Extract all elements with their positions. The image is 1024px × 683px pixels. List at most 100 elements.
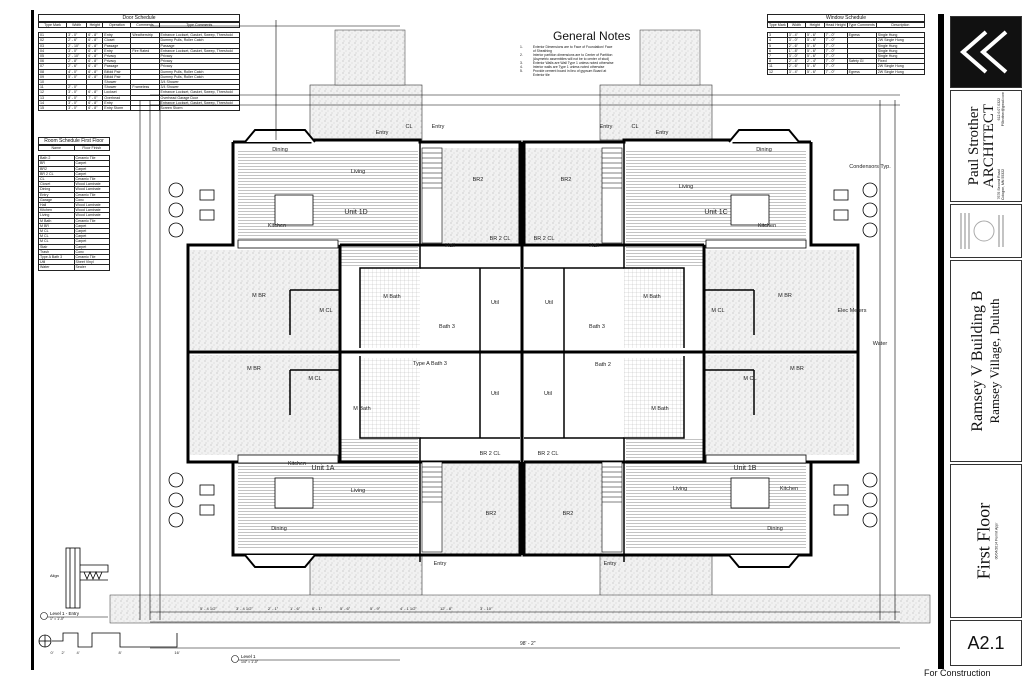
architect-logo — [950, 16, 1022, 88]
table-cell: Wood Laminate — [73, 207, 110, 214]
room-label: BR 2 CL — [480, 451, 501, 457]
note-text: Exterior Dimensions are to Face of Found… — [532, 45, 613, 53]
plan-label: Level 1 — [241, 654, 256, 659]
table-cell: Sheet Vinyl — [73, 259, 110, 266]
table-cell: 6' - 8" — [86, 89, 104, 96]
table-cell: 1' - 8" — [786, 47, 807, 55]
sheet-left-border — [31, 10, 34, 670]
scale-tick-label: 8' — [119, 650, 122, 655]
room-label: Bath 3 — [589, 324, 605, 330]
table-cell: 2' - 6" — [786, 63, 807, 70]
general-notes-list: 1.Exterior Dimensions are to Face of Fou… — [520, 45, 616, 77]
room-label: Hall — [589, 243, 598, 249]
sheet-title: First Floor — [973, 502, 994, 580]
dimension-label: 3' - 4 1/2" — [236, 606, 253, 611]
note-text: Exterior Walls are Wall Type 1 unless no… — [532, 61, 614, 65]
table-cell: 6' - 8" — [86, 58, 104, 65]
room-label: BR2 — [563, 511, 574, 517]
room-label: Condensors Typ. — [849, 164, 891, 170]
room-label: Kitchen — [288, 461, 306, 467]
general-note: 1.Exterior Dimensions are to Face of Fou… — [520, 45, 616, 53]
scale-tick-label: 16' — [174, 650, 179, 655]
table-cell: 3' - 0" — [786, 52, 807, 60]
table-cell: 6' - 8" — [86, 73, 104, 81]
table-cell: 3' - 0" — [786, 37, 807, 44]
room-label: Living — [351, 488, 365, 494]
table-cell: Egress — [846, 68, 877, 75]
note-number: 5. — [520, 69, 523, 73]
table-cell: 6' - 8" — [86, 32, 104, 39]
table-cell: Ceramic Tile — [73, 217, 110, 224]
dimension-label: 6' - 1" — [312, 606, 323, 611]
architect-block: Paul Strother ARCHITECT 7676 Second Road… — [950, 90, 1022, 202]
room-label: Util — [544, 391, 552, 397]
sheet-date: 06/04/2014 Permit Appr — [994, 522, 999, 560]
table-cell: Dummy Pulls, Roller Catch — [158, 37, 241, 44]
scale-tick-label: 2' — [62, 650, 65, 655]
kitchen-casework — [237, 194, 807, 509]
dimension-label: 3' - 10" — [480, 606, 493, 611]
chevron-logo-icon — [959, 30, 1008, 74]
table-cell: Sealer — [73, 264, 110, 271]
entry-detail-label: Level 1 - Entry — [50, 611, 80, 616]
table-cell: 6' - 8" — [86, 47, 104, 55]
architect-email: PStrother@gmail.com — [1001, 92, 1005, 127]
table-cell: Screen Storm — [158, 105, 241, 112]
general-note: 3.Exterior Walls are Wall Type 1 unless … — [520, 61, 616, 65]
room-schedule-title: Room Schedule First Floor — [38, 137, 110, 145]
general-notes-title: General Notes — [553, 29, 631, 43]
room-label: BR 2 CL — [534, 236, 555, 242]
general-note: 4.Interior walls are Type 1 unless noted… — [520, 65, 616, 69]
room-label: Unit 1C — [704, 209, 727, 216]
align-label: Align — [50, 573, 59, 578]
room-label: Living — [673, 486, 687, 492]
table-cell: Wood Laminate — [73, 202, 110, 209]
room-label: Dining — [272, 147, 288, 153]
overall-dimension: 98' - 2" — [520, 641, 536, 647]
stair-treads — [422, 152, 622, 503]
table-cell: 3' - 4" — [786, 32, 807, 39]
dimension-label: 2' - 1" — [268, 606, 279, 611]
table-cell: Dummy Pulls, Roller Catch — [158, 68, 241, 75]
column-header: Description — [875, 21, 926, 29]
table-cell: Entrance Lockset, Gasket, Sweep, Thresho… — [158, 89, 241, 96]
table-cell: Entrance Lockset, Gasket, Sweep, Thresho… — [158, 32, 241, 39]
dimension-label: 5' - 4 1/2" — [200, 606, 217, 611]
table-cell: 2W Single Hung — [875, 68, 926, 75]
table-cell: 6' - 8" — [86, 68, 104, 75]
room-label: BR2 — [486, 511, 497, 517]
dimension-labels: 5' - 4 1/2" 3' - 4 1/2" 2' - 1" 1' - 6" 6' -… — [200, 606, 493, 611]
sheet-title-block: First Floor 06/04/2014 Permit Appr — [950, 464, 1022, 618]
table-cell: 2' - 4" — [786, 58, 807, 65]
room-label: M BR — [252, 293, 266, 299]
dimension-label: 1' - 6" — [290, 606, 301, 611]
graphic-scale-bar — [38, 632, 178, 648]
note-text: Interior walls are Type 1 unless noted o… — [532, 65, 605, 69]
room-label: BR2 — [561, 177, 572, 183]
dimension-label: 5' - 9" — [370, 606, 381, 611]
room-label: Unit 1A — [312, 465, 335, 472]
scale-tick-label: 4' — [77, 650, 80, 655]
room-label: Util — [491, 391, 499, 397]
table-cell: Wood Laminate — [73, 186, 110, 193]
table-cell: Wood Laminate — [73, 212, 110, 219]
room-label: M BR — [778, 293, 792, 299]
dimension-lines — [139, 20, 900, 649]
room-label: Bath 3 — [439, 324, 455, 330]
room-label: Dining — [756, 147, 772, 153]
room-label: Entry — [432, 124, 445, 130]
room-label: Entry — [434, 561, 447, 567]
dimension-label: 5' - 6" — [340, 606, 351, 611]
room-label: Dining — [271, 526, 287, 532]
bay-windows — [244, 129, 800, 568]
plan-callout-icon — [231, 655, 239, 663]
